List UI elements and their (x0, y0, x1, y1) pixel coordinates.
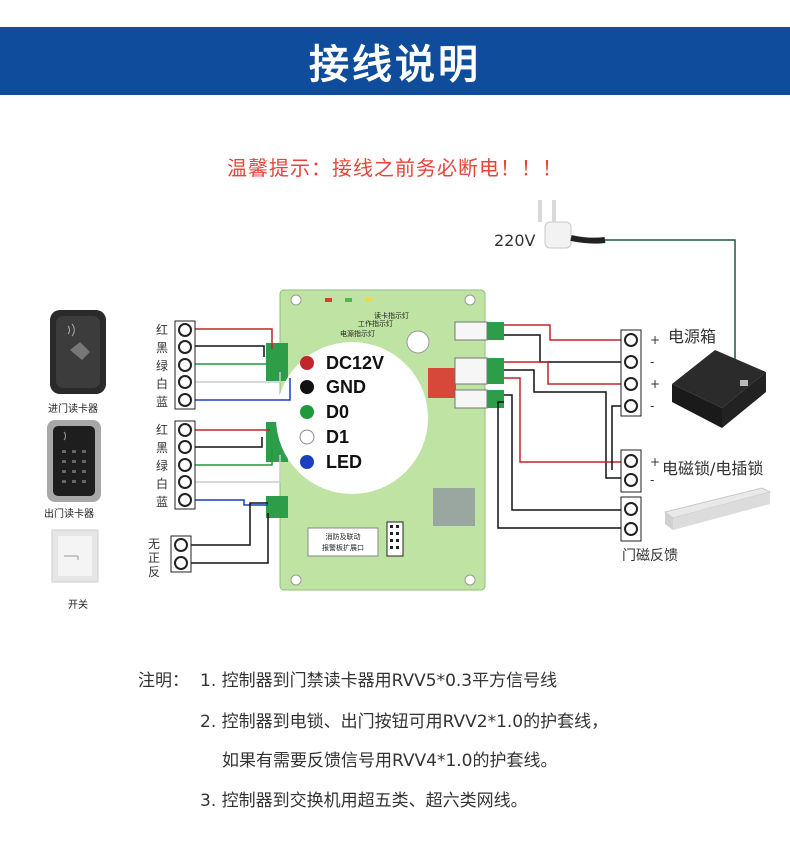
legend-d0: D0 (326, 402, 349, 422)
exit-reader-icon (47, 420, 101, 502)
expansion-label-line1: 消防及联动 (326, 532, 361, 541)
entry-reader-terminal (174, 320, 196, 410)
exit-reader-terminal (174, 420, 196, 510)
legend-dc12v: DC12V (326, 353, 384, 373)
door-feedback-terminal (620, 496, 642, 542)
exit-wire-blue-label: 蓝 (156, 495, 168, 509)
right-wires (497, 324, 640, 529)
door-feedback-label: 门磁反馈 (622, 548, 678, 564)
lock-label: 电磁锁/电插锁 (662, 459, 763, 478)
power-indicator-label: 电源指示灯 (340, 329, 375, 338)
note-3: 3. 控制器到交换机用超五类、超六类网线。 (200, 791, 528, 811)
signal-legend: DC12V GND D0 D1 LED (276, 342, 428, 494)
led-dot (300, 455, 314, 469)
d1-dot (299, 429, 315, 445)
switch-label: 开关 (68, 598, 88, 611)
d0-dot (300, 405, 314, 419)
power-plug-icon (538, 200, 606, 249)
header-banner: 接线说明 (0, 27, 790, 95)
notes-prefix: 注明： (138, 671, 189, 691)
lock-minus: - (650, 473, 654, 487)
magnetic-lock-icon (663, 487, 772, 530)
note-2-continued: 如果有需要反馈信号用RVV4*1.0的护套线。 (222, 751, 558, 771)
switch-label-reverse: 反 (148, 565, 160, 579)
read-card-indicator-label: 读卡指示灯 (374, 311, 409, 320)
exit-wire-green-label: 绿 (156, 458, 168, 473)
dc12v-dot (300, 356, 314, 370)
power-box-label: 电源箱 (668, 327, 716, 346)
expansion-label-line2: 报警板扩展口 (322, 543, 364, 552)
exit-wire-red-label: 红 (156, 422, 168, 437)
warning-text: 温馨提示：接线之前务必断电！！！ (227, 156, 563, 180)
exit-wire-white-label: 白 (156, 476, 168, 491)
legend-gnd: GND (326, 377, 366, 397)
power-box-icon (672, 350, 766, 428)
entry-reader-wires (194, 328, 291, 401)
work-indicator-label: 工作指示灯 (358, 319, 393, 328)
switch-terminal (170, 535, 192, 573)
entry-wire-black-label: 黑 (156, 341, 168, 355)
entry-wire-white-label: 白 (156, 376, 168, 391)
legend-d1: D1 (326, 427, 349, 447)
switch-label-positive: 正 (148, 551, 160, 565)
gnd-dot (300, 380, 314, 394)
entry-wire-red-label: 红 (156, 322, 168, 337)
entry-reader-label: 进门读卡器 (48, 402, 98, 415)
lock-terminal (620, 449, 642, 493)
entry-wire-blue-label: 蓝 (156, 395, 168, 409)
note-1: 1. 控制器到门禁读卡器用RVV5*0.3平方信号线 (200, 671, 558, 691)
voltage-label: 220V (494, 231, 536, 250)
lock-plus: + (650, 455, 660, 469)
power-minus-2: - (650, 399, 654, 413)
exit-wire-black-label: 黑 (156, 441, 168, 455)
note-2: 2. 控制器到电锁、出门按钮可用RVV2*1.0的护套线， (200, 712, 609, 732)
exit-reader-wires (194, 429, 281, 506)
legend-led: LED (326, 452, 362, 472)
power-minus-1: - (650, 355, 654, 369)
switch-wires (190, 502, 269, 564)
power-plus-1: + (650, 333, 660, 347)
exit-switch-icon (51, 529, 99, 583)
entry-wire-green-label: 绿 (156, 358, 168, 373)
power-plus-2: + (650, 377, 660, 391)
switch-label-none: 无 (148, 537, 160, 551)
page-title: 接线说明 (309, 42, 481, 88)
power-box-terminal (620, 329, 642, 417)
entry-reader-icon (50, 310, 106, 394)
exit-reader-label: 出门读卡器 (44, 507, 94, 520)
